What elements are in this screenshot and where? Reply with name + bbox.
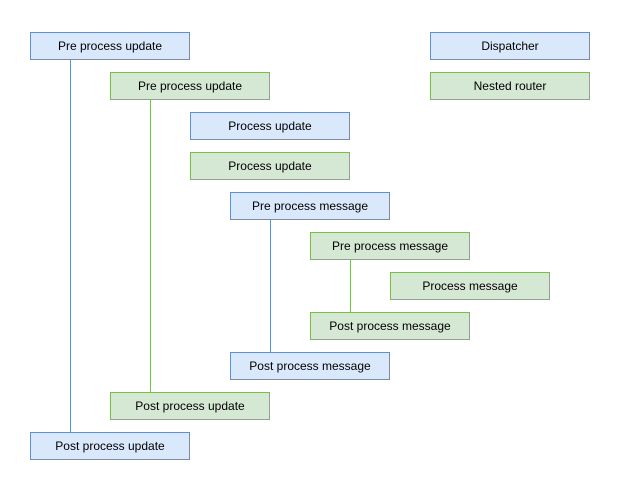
- legend-nested-router: Nested router: [430, 72, 590, 100]
- node-process-update-router: Process update: [190, 152, 350, 180]
- connector-router-message: [350, 260, 351, 312]
- node-pre-process-update-router: Pre process update: [110, 72, 270, 100]
- node-post-process-message-router: Post process message: [310, 312, 470, 340]
- connector-router-update: [150, 100, 151, 392]
- node-pre-process-message-dispatcher: Pre process message: [230, 192, 390, 220]
- node-post-process-message-dispatcher: Post process message: [230, 352, 390, 380]
- node-post-process-update-router: Post process update: [110, 392, 270, 420]
- node-process-message-router: Process message: [390, 272, 550, 300]
- node-pre-process-update-dispatcher: Pre process update: [30, 32, 190, 60]
- node-post-process-update-dispatcher: Post process update: [30, 432, 190, 460]
- connector-dispatcher-update: [70, 60, 71, 432]
- node-process-update-dispatcher: Process update: [190, 112, 350, 140]
- node-pre-process-message-router: Pre process message: [310, 232, 470, 260]
- connector-dispatcher-message: [270, 220, 271, 352]
- legend-dispatcher: Dispatcher: [430, 32, 590, 60]
